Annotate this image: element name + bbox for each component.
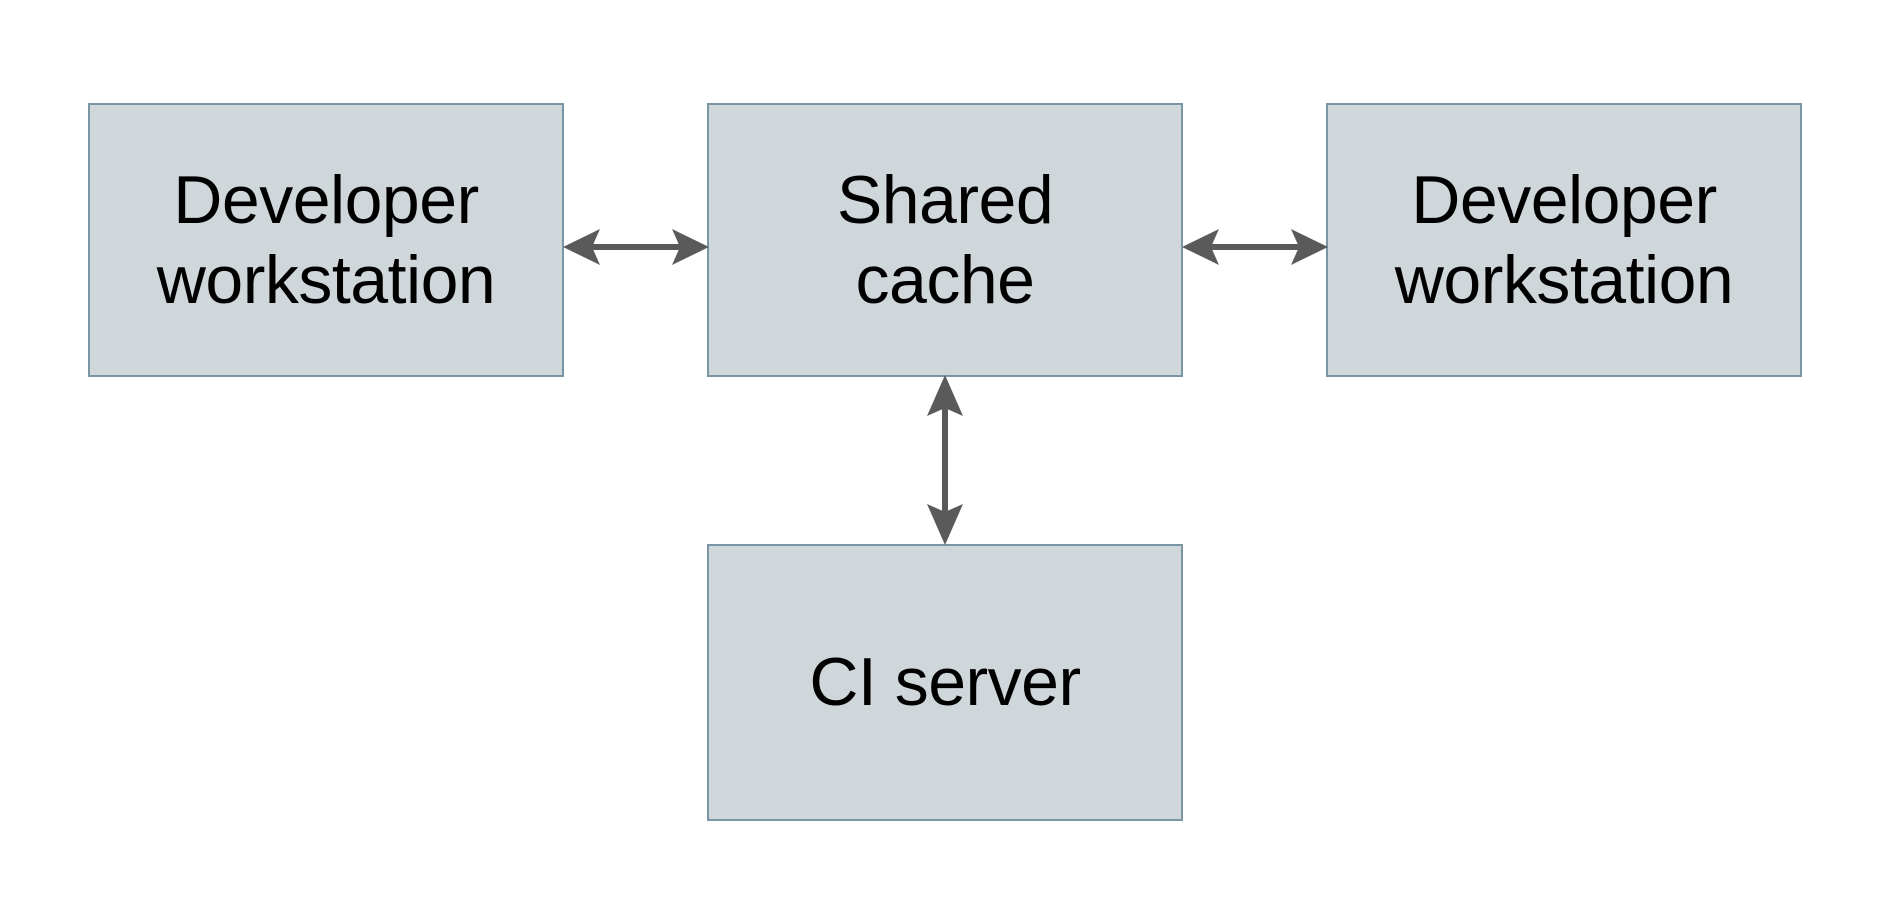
node-label: Developer workstation — [1394, 161, 1734, 318]
node-developer-workstation-left[interactable]: Developer workstation — [88, 103, 564, 377]
node-shared-cache[interactable]: Shared cache — [707, 103, 1183, 377]
edge-shared-cache-to-dev-right[interactable] — [1179, 216, 1331, 278]
double-headed-arrow-icon — [1182, 229, 1328, 265]
node-ci-server[interactable]: CI server — [707, 544, 1183, 821]
node-label: Shared cache — [836, 161, 1054, 318]
edge-shared-cache-to-ci-server[interactable] — [914, 372, 976, 548]
double-headed-arrow-icon — [927, 375, 963, 545]
node-label: Developer workstation — [156, 161, 496, 318]
edge-dev-left-to-shared-cache[interactable] — [560, 216, 712, 278]
node-developer-workstation-right[interactable]: Developer workstation — [1326, 103, 1802, 377]
double-headed-arrow-icon — [563, 229, 709, 265]
node-label: CI server — [809, 644, 1081, 721]
